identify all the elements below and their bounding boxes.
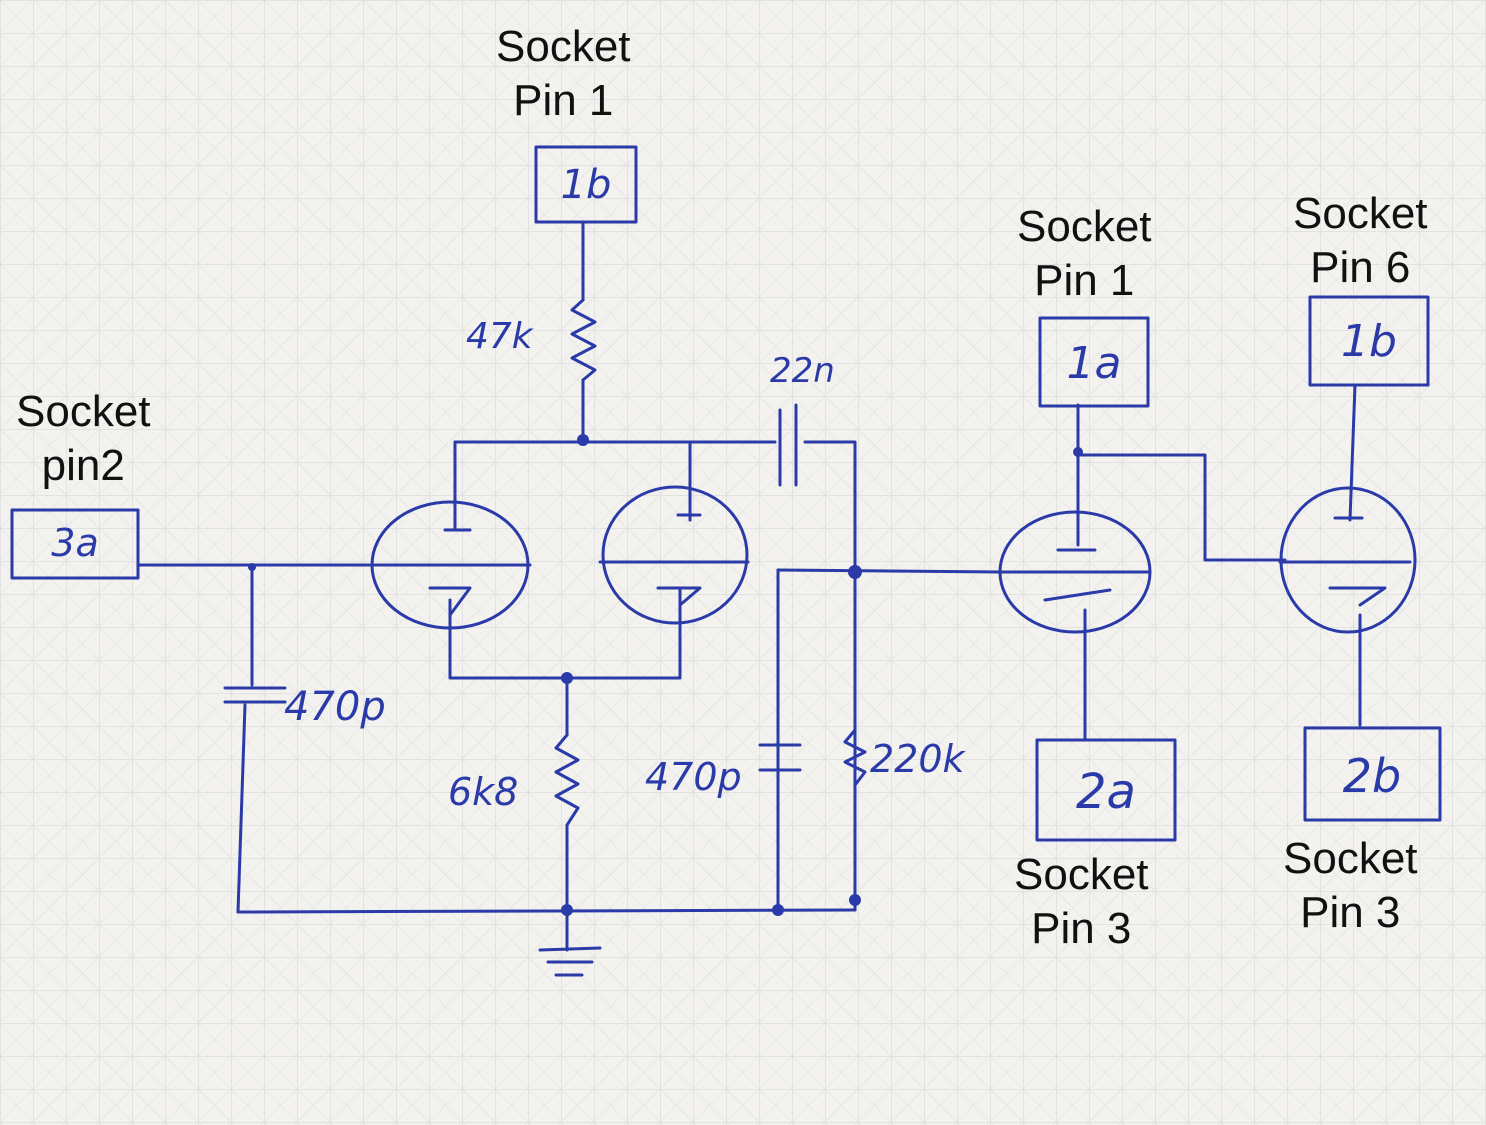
label-line: Pin 1 [513, 76, 614, 125]
pin-box-top-1b: 1b [534, 145, 638, 224]
pin-box-right-2b: 2b [1303, 726, 1442, 822]
junction-dots [248, 434, 1083, 916]
triode-left-b [598, 485, 750, 625]
triode-right-b [1278, 486, 1417, 634]
pin-box-left-3a: 3a [10, 508, 140, 580]
label-line: Socket [1014, 850, 1149, 899]
resistor-47k [570, 298, 597, 382]
label-line: Pin 1 [1034, 256, 1135, 305]
resistor-6k8 [554, 733, 580, 827]
svg-text:1a: 1a [1067, 338, 1122, 389]
svg-text:2a: 2a [1076, 764, 1136, 820]
label-socket-pin1-top: Socket Pin 1 [496, 20, 631, 128]
value-grid-470p: 470p [645, 755, 742, 799]
value-input-470p: 470p [284, 684, 386, 730]
svg-text:2b: 2b [1343, 749, 1401, 803]
svg-text:1b: 1b [1341, 316, 1397, 367]
svg-text:1b: 1b [561, 162, 612, 208]
label-line: pin2 [41, 441, 125, 490]
label-socket-pin2: Socket pin2 [16, 385, 151, 493]
label-line: Socket [496, 22, 631, 71]
value-22n: 22n [770, 351, 835, 391]
value-220k: 220k [870, 737, 967, 781]
label-line: Pin 6 [1310, 243, 1411, 292]
triode-right-a [998, 510, 1152, 634]
label-socket-pin3-b: Socket Pin 3 [1283, 832, 1418, 940]
triode-left-a [370, 500, 532, 630]
label-line: Socket [1017, 202, 1152, 251]
label-line: Pin 3 [1031, 904, 1132, 953]
label-line: Pin 3 [1300, 888, 1401, 937]
label-socket-pin6: Socket Pin 6 [1293, 187, 1428, 295]
pin-box-right-1b: 1b [1308, 295, 1430, 387]
label-line: Socket [1283, 834, 1418, 883]
label-socket-pin3-a: Socket Pin 3 [1014, 848, 1149, 956]
label-socket-pin1-right: Socket Pin 1 [1017, 200, 1152, 308]
resistor-220k [843, 728, 867, 787]
label-line: Socket [1293, 189, 1428, 238]
value-6k8: 6k8 [448, 770, 518, 814]
value-47k: 47k [466, 316, 535, 357]
pin-box-mid-2a: 2a [1035, 738, 1177, 842]
pin-box-mid-1a: 1a [1038, 316, 1150, 408]
label-line: Socket [16, 387, 151, 436]
svg-text:3a: 3a [51, 521, 98, 565]
